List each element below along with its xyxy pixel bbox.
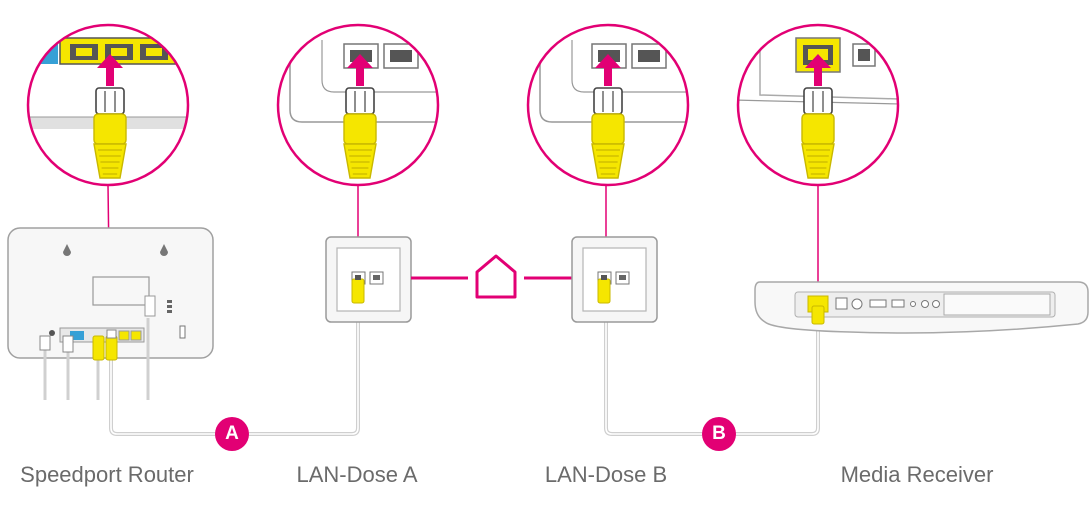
- house-icon: [475, 254, 517, 299]
- lan-socket-b: [571, 236, 658, 323]
- plug-dose-a: [343, 54, 377, 179]
- plug-router: [93, 54, 127, 179]
- arrow-up-icon: [347, 54, 373, 86]
- caption-media-receiver: Media Receiver: [840, 462, 994, 487]
- caption-lan-dose-b: LAN-Dose B: [544, 462, 668, 487]
- lan-socket-a: [325, 236, 412, 323]
- arrow-up-icon: [805, 54, 831, 86]
- badge-b: B: [702, 417, 736, 451]
- caption-speedport-router: Speedport Router: [20, 462, 194, 487]
- media-receiver: [754, 281, 1089, 334]
- caption-lan-dose-a: LAN-Dose A: [296, 462, 418, 487]
- house-link: [411, 253, 572, 303]
- speedport-router: [7, 227, 214, 400]
- arrow-up-icon: [97, 54, 123, 86]
- plug-receiver: [801, 54, 835, 179]
- arrow-up-icon: [595, 54, 621, 86]
- badge-a: A: [215, 417, 249, 451]
- zoom-leader-lines: [107, 184, 819, 338]
- plug-dose-b: [591, 54, 625, 179]
